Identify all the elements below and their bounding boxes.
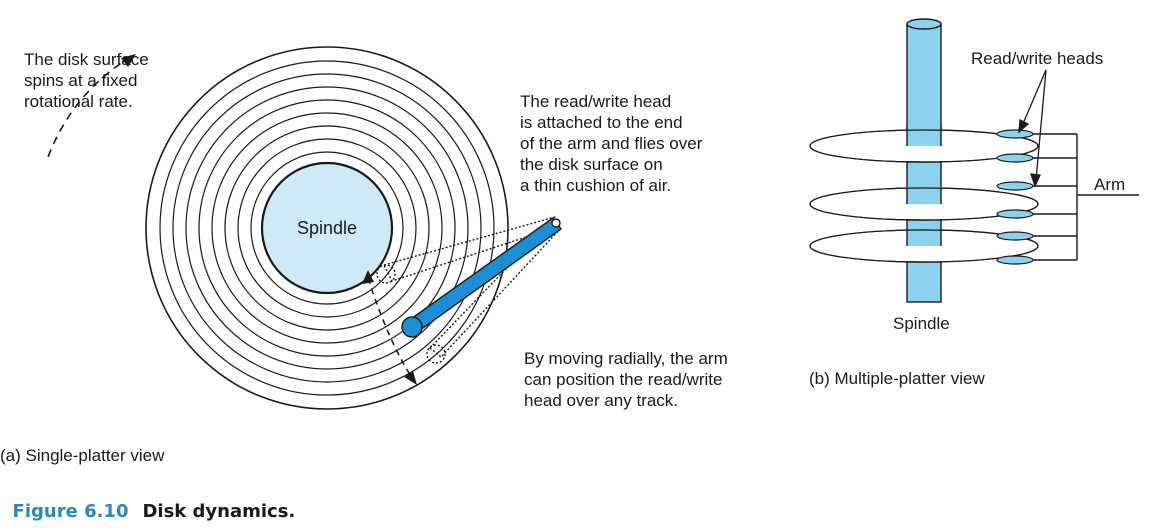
disk-diagram: Spindle (47, 18, 1139, 410)
caption-a: (a) Single-platter view (0, 446, 165, 465)
track (159, 60, 495, 396)
track (172, 73, 482, 383)
head (996, 231, 1034, 241)
arm-comb (1033, 133, 1139, 261)
head (996, 209, 1034, 219)
single-platter-view: Spindle (47, 46, 563, 410)
arm-label: Arm (1094, 175, 1126, 194)
figure-caption: Figure 6.10 Disk dynamics. (0, 480, 296, 522)
caption-b: (b) Multiple-platter view (809, 369, 985, 388)
head (996, 153, 1034, 163)
read-write-head (401, 316, 423, 338)
rotation-arrowhead (121, 54, 136, 67)
track (185, 86, 469, 370)
radial-move-arrow (367, 277, 413, 379)
head-note: The read/write head is attached to the e… (520, 92, 703, 195)
rotation-arrow (47, 59, 127, 158)
heads-pointer (1018, 69, 1047, 188)
spindle-label-b: Spindle (893, 314, 950, 333)
radial-arrowhead-top (362, 270, 374, 284)
track (224, 125, 430, 331)
multiple-platter-view (809, 18, 1139, 303)
spin-note: The disk surface spins at a fixed rotati… (24, 50, 149, 111)
head (996, 129, 1034, 139)
arm-ghost-upper (376, 216, 562, 284)
figure-number: Figure 6.10 (12, 501, 129, 522)
spindle-hub (260, 161, 394, 295)
track (237, 138, 417, 318)
arm (401, 217, 562, 338)
radial-arrowhead-bottom (404, 371, 417, 385)
track (211, 112, 443, 344)
spindle-top (906, 18, 942, 30)
move-note: By moving radially, the arm can position… (524, 349, 728, 410)
platter-outer-edge (145, 46, 509, 410)
heads-label: Read/write heads (971, 49, 1104, 68)
track (250, 151, 404, 305)
head (996, 181, 1034, 191)
track (198, 99, 456, 357)
spindle-label: Spindle (297, 218, 357, 238)
head (996, 255, 1034, 265)
figure-title: Disk dynamics. (142, 501, 296, 522)
pivot (551, 218, 561, 228)
platter-tracks (145, 46, 509, 410)
